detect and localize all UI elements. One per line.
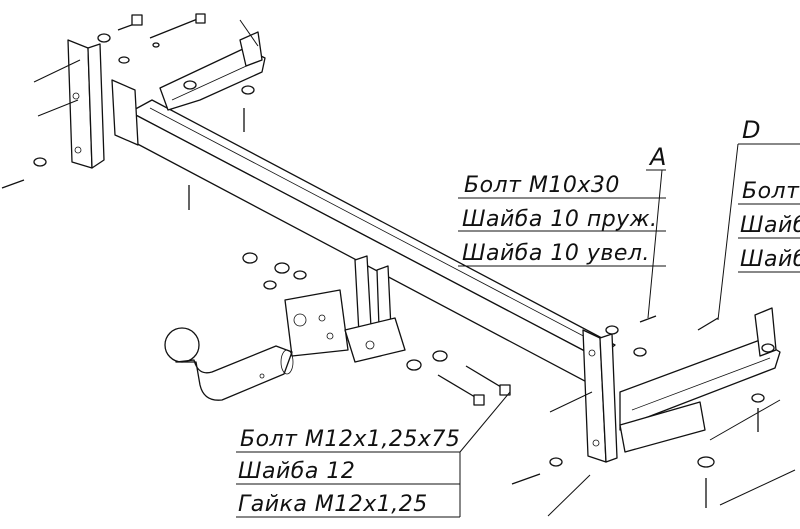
hitch-socket-plate	[284, 255, 406, 363]
label-group-bottom: Болт М12х1,25х75 Шайба 12 Гайка М12х1,25	[236, 427, 461, 518]
bolt-top-left-1	[117, 14, 143, 31]
letter-a-label: A	[648, 143, 666, 171]
tow-ball	[164, 327, 294, 401]
bolt-right-1	[639, 315, 657, 323]
left-bracket	[67, 39, 139, 169]
label-a-line-1: Болт М10х30	[464, 173, 620, 198]
left-side-rail	[159, 31, 266, 111]
label-a-line-3: Шайба 10 увел.	[462, 241, 650, 266]
label-group-d: D Болт Шайб Шайб	[738, 116, 800, 273]
label-bottom-line-3: Гайка М12х1,25	[238, 492, 428, 517]
bolt-long-1	[437, 374, 485, 406]
bolt-long-2	[465, 365, 511, 396]
right-side-rail	[619, 307, 781, 453]
label-a-line-2: Шайба 10 пруж.	[462, 207, 658, 232]
label-group-a: A Болт М10х30 Шайба 10 пруж. Шайба 10 ув…	[458, 143, 666, 267]
label-bottom-line-2: Шайба 12	[238, 459, 355, 484]
crossbar	[129, 99, 616, 389]
label-bottom-line-1: Болт М12х1,25х75	[240, 427, 460, 452]
bolts	[1, 13, 759, 508]
leader-lines	[33, 19, 796, 517]
bolt-right-2	[697, 317, 719, 331]
bolt-bottom-left	[511, 473, 541, 485]
bolt-left-lower	[1, 179, 25, 189]
letter-d-label: D	[742, 116, 760, 144]
label-d-line-2: Шайб	[740, 213, 800, 238]
nuts-and-washers	[33, 33, 775, 468]
label-d-line-3: Шайб	[740, 247, 800, 272]
right-bracket	[582, 329, 618, 463]
bolt-left-vertical	[188, 108, 245, 210]
label-d-line-1: Болт	[742, 179, 800, 204]
bolt-top-left-2	[149, 13, 206, 39]
